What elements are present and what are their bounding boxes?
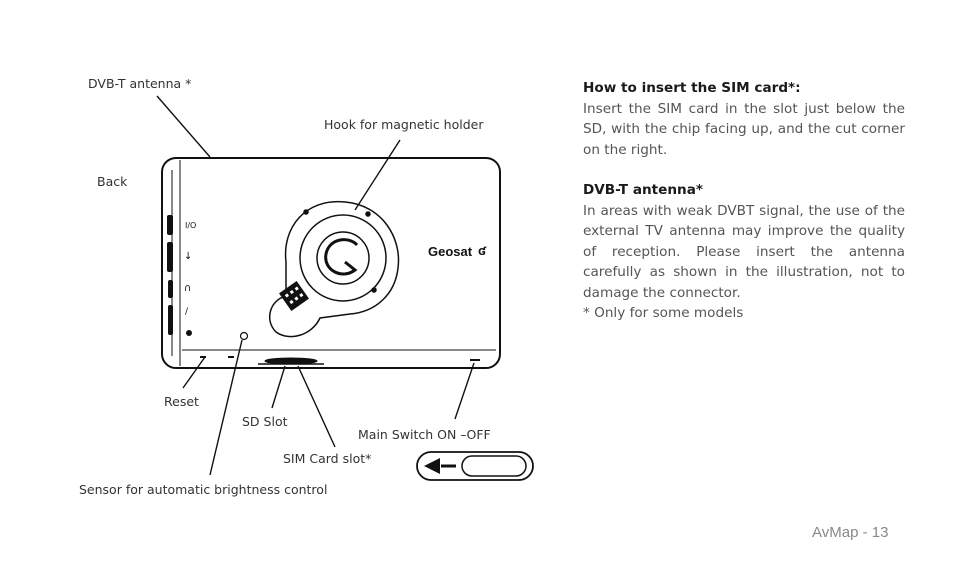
label-reset: Reset (164, 394, 199, 409)
label-sensor: Sensor for automatic brightness control (79, 482, 328, 497)
label-main-switch: Main Switch ON –OFF (358, 427, 491, 442)
svg-text:∩: ∩ (184, 283, 191, 294)
section-dvbt-antenna: DVB-T antenna* In areas with weak DVBT s… (583, 180, 905, 303)
section-heading: How to insert the SIM card*: (583, 80, 801, 96)
magnetic-holder-hook (268, 200, 400, 338)
page-footer: AvMap - 13 (812, 524, 889, 541)
device-brand-logo: Geosat (428, 244, 473, 259)
bottom-details (200, 331, 480, 365)
leader-lines (156, 95, 475, 476)
arrow-left-icon (424, 458, 440, 474)
label-dvbt-antenna: DVB-T antenna * (88, 76, 192, 91)
label-hook: Hook for magnetic holder (324, 117, 484, 132)
section-body: In areas with weak DVBT signal, the use … (583, 202, 905, 301)
switch-illustration (416, 451, 534, 481)
models-note: * Only for some models (583, 305, 744, 321)
section-sim-card: How to insert the SIM card*: Insert the … (583, 78, 905, 160)
instructions-column: How to insert the SIM card*: Insert the … (583, 78, 905, 324)
svg-text:↓: ↓ (184, 251, 192, 262)
svg-text:/: / (185, 307, 189, 317)
label-sim-slot: SIM Card slot* (283, 451, 372, 466)
section-body: Insert the SIM card in the slot just bel… (583, 100, 905, 158)
svg-text:I/O: I/O (185, 221, 196, 230)
geosat-logo-icon: ʛ (478, 243, 486, 258)
side-ports: I/O ↓ ∩ / (167, 215, 196, 336)
label-back: Back (97, 174, 128, 189)
device-body (161, 157, 501, 369)
device-illustration: I/O ↓ ∩ / (156, 95, 534, 481)
section-heading: DVB-T antenna* (583, 182, 704, 198)
label-sd-slot: SD Slot (242, 414, 288, 429)
